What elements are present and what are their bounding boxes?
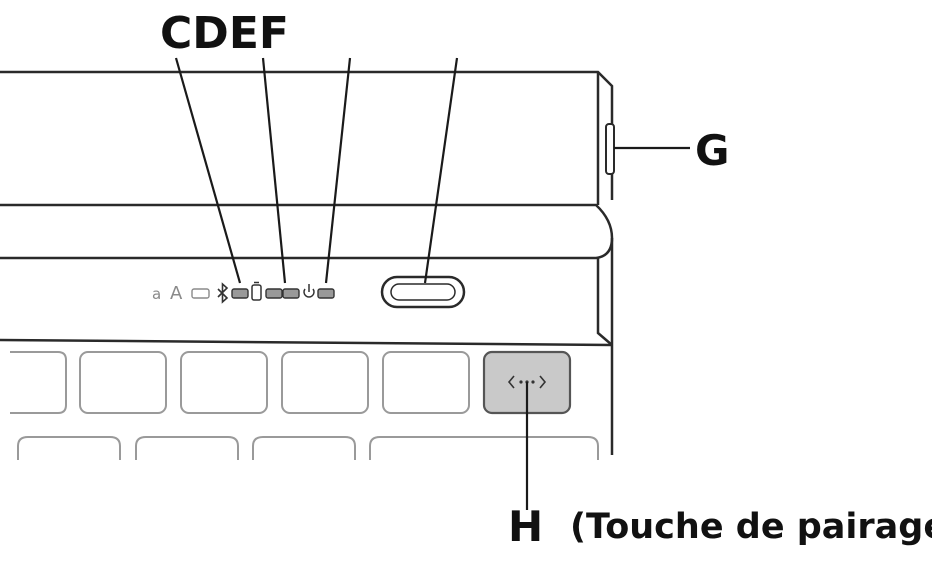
power-icon <box>303 284 315 298</box>
battery-icon <box>251 281 262 301</box>
indicator-led-d <box>265 288 283 299</box>
key-row-bottom <box>17 436 599 460</box>
callout-h-description: (Touche de pairage) <box>570 507 932 547</box>
callout-h: H <box>508 502 544 551</box>
key <box>382 351 470 414</box>
leader-line-c <box>174 57 242 284</box>
indicator-led-c <box>231 288 249 299</box>
leader-lines <box>174 57 690 510</box>
indicator-led-f <box>317 288 335 299</box>
pill-slot <box>380 275 466 309</box>
side-switch <box>605 123 615 175</box>
indicator-strip: a A <box>152 281 335 304</box>
caps-lock-indicator-icon <box>191 288 210 299</box>
pairing-arrows-icon <box>507 375 547 389</box>
uppercase-a-glyph: A <box>170 283 183 304</box>
callout-g: G <box>695 126 730 175</box>
key <box>79 351 167 414</box>
key <box>281 351 369 414</box>
bluetooth-icon <box>217 282 229 304</box>
lowercase-a-glyph: a <box>152 285 161 303</box>
leader-line-f <box>423 57 459 284</box>
key <box>10 351 67 414</box>
leader-line-e <box>324 57 352 284</box>
callout-cdef: CDEF <box>160 8 289 59</box>
indicator-led-e <box>282 288 300 299</box>
key <box>180 351 268 414</box>
leader-line-d <box>261 57 287 284</box>
key-row-top <box>10 351 470 414</box>
